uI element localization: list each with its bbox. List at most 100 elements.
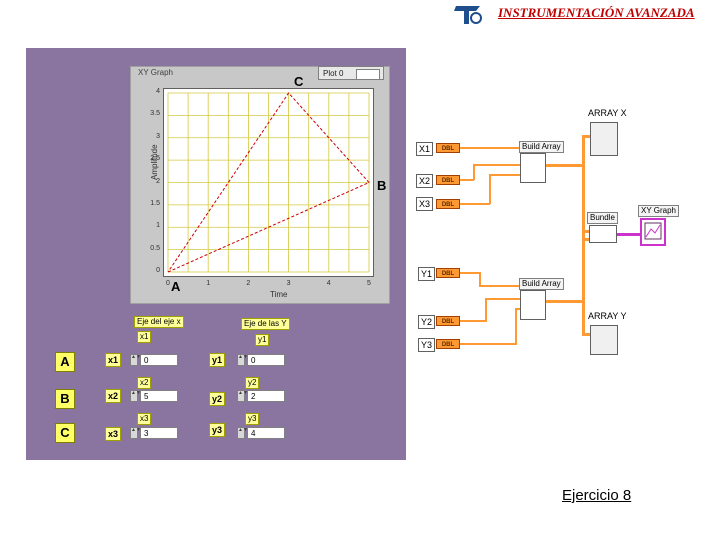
y-tick-label: 3 [156,132,160,140]
x1-increment-icon[interactable]: ▲▼ [130,354,141,366]
build-array-x-label: Build Array [519,141,564,153]
bundle-label: Bundle [587,212,618,224]
x3-caption: x3 [137,413,152,425]
wire-bundle-in-1[interactable] [582,230,590,233]
bundle-node[interactable] [589,225,617,243]
y3-label: y3 [209,423,226,437]
y3-increment-icon[interactable]: ▲▼ [237,427,248,439]
wire-x3-c[interactable] [489,174,522,176]
y2-dbl-terminal[interactable]: DBL [436,316,460,326]
series-line-plot-0 [167,92,370,273]
y3-dbl-terminal[interactable]: DBL [436,339,460,349]
y2-caption: y2 [245,377,260,389]
plot-legend-label: Plot 0 [323,69,344,78]
y-tick-label: 1 [156,222,160,230]
wire-x3-b[interactable] [489,174,491,204]
point-label-b: B [377,178,387,193]
x-axis-label: Time [270,290,288,299]
plot-legend[interactable]: Plot 0 [318,66,384,80]
y-tick-label: 4 [156,88,160,95]
x3-value[interactable]: 3 [140,427,178,439]
wire-x1[interactable] [460,147,522,149]
x2-value[interactable]: 5 [140,390,178,402]
y3-value[interactable]: 4 [247,427,285,439]
wire-to-array-x[interactable] [582,135,592,138]
x-tick-label: 2 [246,280,251,287]
wire-x2-b[interactable] [473,164,475,180]
wire-y2-b[interactable] [485,298,487,322]
x-tick-label: 5 [367,280,371,287]
x1-label: x1 [105,353,122,367]
wire-x2-c[interactable] [473,164,522,166]
graph-icon [644,222,662,240]
build-array-y-label: Build Array [519,278,564,290]
y1-terminal-label: Y1 [418,267,436,281]
cluster-x-label: Eje del eje x [134,316,184,328]
x-tick-label: 0 [166,280,170,287]
wire-array-y-out[interactable] [546,300,584,303]
x1-dbl-terminal[interactable]: DBL [436,143,460,153]
wire-y3-b[interactable] [515,308,517,345]
x1-caption: x1 [137,331,152,343]
wire-bundle-in-2[interactable] [582,238,590,241]
x-tick-label: 1 [206,280,211,287]
plot-area [163,88,374,277]
wire-y1-c[interactable] [479,285,522,287]
y-tick-label: 2.5 [150,155,160,163]
y-tick-label: 0 [156,267,160,274]
wire-bundle-to-graph[interactable] [617,233,643,236]
y1-caption: y1 [255,334,270,346]
array-x-label: ARRAY X [588,108,627,118]
plot-legend-swatch [356,69,380,80]
wire-array-x-out[interactable] [546,164,584,167]
x3-dbl-terminal[interactable]: DBL [436,199,460,209]
y2-increment-icon[interactable]: ▲▼ [237,390,248,402]
x2-dbl-terminal[interactable]: DBL [436,175,460,185]
build-array-x-node[interactable] [520,153,546,183]
y2-value[interactable]: 2 [247,390,285,402]
wire-y1-b[interactable] [479,272,481,286]
y-axis-label: Amplitude [150,144,159,180]
y1-dbl-terminal[interactable]: DBL [436,268,460,278]
y-tick-label: 2 [156,177,160,185]
xy-graph-terminal[interactable] [640,218,666,246]
x3-label: x3 [105,427,122,441]
wire-y2-a[interactable] [460,320,486,322]
university-logo-icon [454,6,482,24]
row-letter-b: B [55,389,75,409]
xy-graph-plot [167,92,370,273]
y2-label: y2 [209,392,226,406]
wire-to-array-y[interactable] [582,333,592,336]
x2-terminal-label: X2 [416,174,434,188]
y-tick-label: 3.5 [150,110,160,118]
x2-caption: x2 [137,377,152,389]
y3-terminal-label: Y3 [418,338,436,352]
wire-y3-c[interactable] [515,308,522,310]
x1-value[interactable]: 0 [140,354,178,366]
wire-y3-a[interactable] [460,343,516,345]
wire-trunk-vertical[interactable] [582,135,585,335]
wire-y1-a[interactable] [460,272,480,274]
array-x-indicator[interactable] [590,122,618,156]
row-letter-c: C [55,423,75,443]
x-tick-label: 4 [326,280,331,287]
graph-title: XY Graph [138,68,173,77]
wire-x2-a[interactable] [460,179,474,181]
y1-label: y1 [209,353,226,367]
point-label-a: A [171,279,181,294]
build-array-y-node[interactable] [520,290,546,320]
y3-caption: y3 [245,413,260,425]
cluster-y-label: Eje de las Y [241,318,290,330]
x3-increment-icon[interactable]: ▲▼ [130,427,141,439]
exercise-title: Ejercicio 8 [562,487,632,504]
array-y-label: ARRAY Y [588,311,627,321]
y1-value[interactable]: 0 [247,354,285,366]
wire-x3-a[interactable] [460,203,490,205]
x2-increment-icon[interactable]: ▲▼ [130,390,141,402]
xy-graph-terminal-label: XY Graph [638,205,679,217]
x3-terminal-label: X3 [416,197,434,211]
wire-y2-c[interactable] [485,298,522,300]
x1-terminal-label: X1 [416,142,434,156]
y1-increment-icon[interactable]: ▲▼ [237,354,248,366]
array-y-indicator[interactable] [590,325,618,355]
